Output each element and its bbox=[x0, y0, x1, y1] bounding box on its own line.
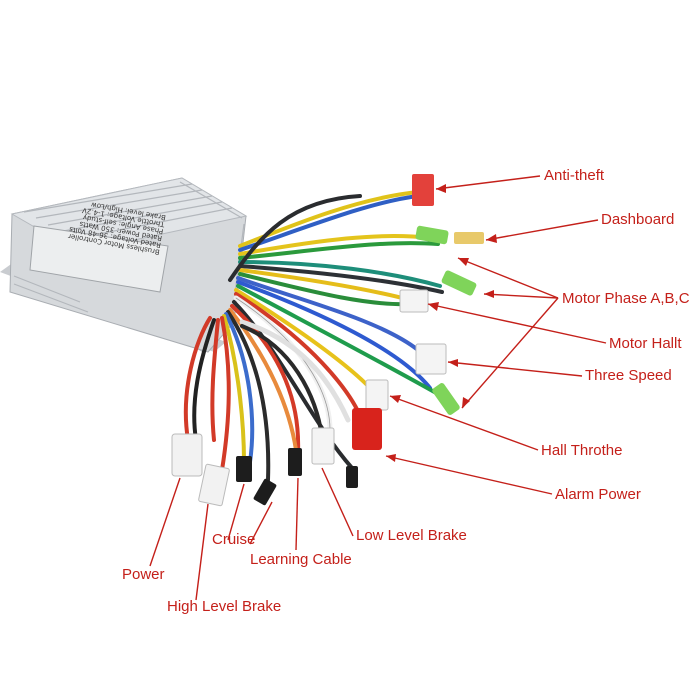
label-anti-theft: Anti-theft bbox=[544, 167, 605, 184]
connector-high-level-brake bbox=[198, 463, 230, 507]
callout-arrowheads bbox=[386, 184, 497, 462]
connector-anti-theft bbox=[412, 174, 434, 206]
connector-hall-throttle bbox=[365, 379, 389, 411]
connector-low-level-brake-plug bbox=[346, 466, 358, 488]
connector-dashboard-plug bbox=[454, 232, 484, 244]
callout-lines bbox=[149, 175, 607, 601]
label-motor-phase: Motor Phase A,B,C bbox=[562, 290, 690, 307]
connector-phase-c bbox=[432, 383, 460, 415]
label-high-level-brake: High Level Brake bbox=[167, 598, 282, 615]
connector-alarm-power bbox=[352, 408, 382, 450]
label-three-speed: Three Speed bbox=[585, 367, 672, 384]
label-hall-throttle: Hall Throthe bbox=[541, 442, 623, 459]
connector-learning-cable bbox=[288, 448, 302, 476]
connector-power bbox=[171, 433, 203, 477]
connector-learning-cable-plug bbox=[253, 478, 277, 506]
connector-three-speed bbox=[415, 343, 447, 375]
label-cruise: Cruise bbox=[212, 531, 256, 548]
connector-low-level-brake bbox=[311, 427, 335, 465]
controller-housing: Brushless Motor Controller Rated Voltage… bbox=[0, 177, 248, 353]
label-dashboard: Dashboard bbox=[601, 211, 675, 228]
connectors bbox=[171, 174, 484, 507]
label-motor-hall: Motor Hallt bbox=[609, 335, 682, 352]
connector-motor-hall bbox=[399, 289, 429, 313]
label-low-level-brake: Low Level Brake bbox=[356, 527, 467, 544]
connector-motor-phase bbox=[441, 270, 477, 296]
connector-dashboard bbox=[415, 225, 449, 245]
label-learning-cable: Learning Cable bbox=[250, 551, 352, 568]
label-alarm-power: Alarm Power bbox=[555, 486, 641, 503]
connector-cruise bbox=[236, 456, 252, 482]
label-power: Power bbox=[122, 566, 165, 583]
